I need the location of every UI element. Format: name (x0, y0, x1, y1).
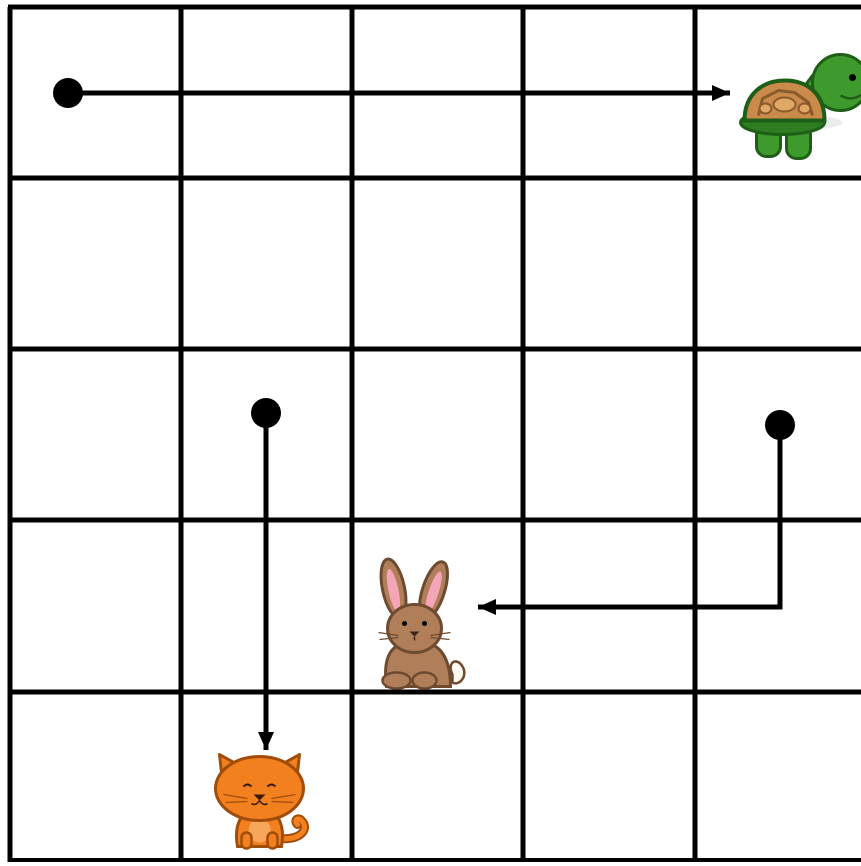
arrowhead-icon (258, 732, 274, 750)
arrowhead-icon (712, 85, 730, 101)
path-to-cat-group (251, 398, 281, 750)
arrowhead-icon (478, 599, 496, 615)
path-to-bunny-group (478, 410, 795, 615)
path-to-turtle-group (53, 78, 730, 108)
turtle-icon (741, 55, 861, 159)
grid-lines (8, 7, 861, 862)
bunny-icon (377, 557, 465, 689)
cat-icon (216, 755, 305, 849)
